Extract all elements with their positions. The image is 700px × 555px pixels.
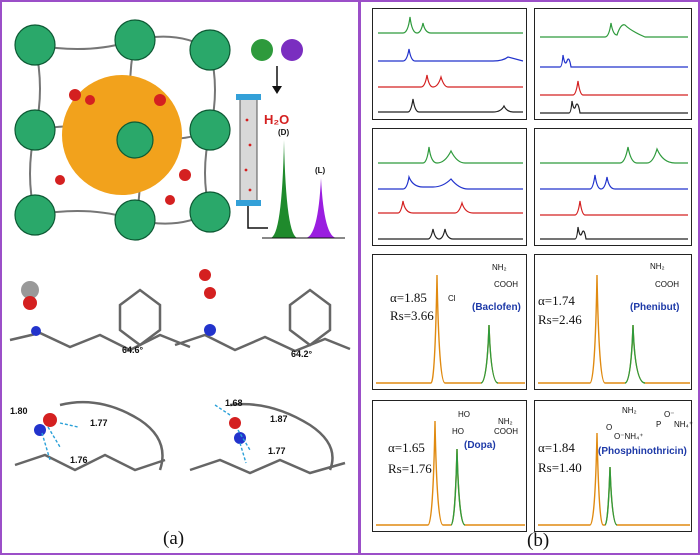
atoms-top xyxy=(21,269,216,336)
chem-phos-o: O xyxy=(606,423,613,432)
chrom-dopa-svg xyxy=(376,420,525,526)
trace-blue xyxy=(378,48,524,62)
chem-dopa-cooh: COOH xyxy=(494,427,518,436)
hplc-column xyxy=(236,94,268,229)
distance-left-1: 1.80 xyxy=(10,406,28,416)
chem-baclofen-cooh: COOH xyxy=(494,280,518,289)
trace-red xyxy=(378,74,523,88)
trace-black xyxy=(378,98,523,113)
rs-dopa: Rs=1.76 xyxy=(388,461,432,476)
compound-dopa: (Dopa) xyxy=(464,440,496,451)
chrom-phenibut xyxy=(534,254,692,390)
trace-green xyxy=(378,16,523,34)
angle-right: 64.2° xyxy=(291,349,313,359)
model-top-left xyxy=(9,288,191,352)
chrom-phenibut-svg xyxy=(538,274,690,384)
mof-illustration xyxy=(14,19,345,241)
racemate-icons xyxy=(251,39,303,61)
stack-chrom-4-svg xyxy=(540,146,688,240)
compound-phenibut: (Phenibut) xyxy=(630,302,680,313)
distance-left-3: 1.76 xyxy=(70,455,88,465)
distance-right-3: 1.77 xyxy=(268,446,286,456)
chrom-phosphinothricin-svg xyxy=(538,432,690,526)
water-label: H₂O xyxy=(264,112,290,127)
stack-chrom-4 xyxy=(534,128,692,246)
atoms-bottom xyxy=(34,413,246,444)
rs-phenibut: Rs=2.46 xyxy=(538,312,582,327)
panel-a-label: (a) xyxy=(163,528,185,549)
compound-phosphinothricin: (Phosphinothricin) xyxy=(598,446,687,457)
model-top-right xyxy=(174,288,351,353)
rs-baclofen: Rs=3.66 xyxy=(390,308,434,323)
alpha-phenibut: α=1.74 xyxy=(538,293,575,308)
alpha-dopa: α=1.65 xyxy=(388,440,425,455)
distance-left-2: 1.77 xyxy=(90,418,108,428)
alpha-phosphinothricin: α=1.84 xyxy=(538,440,575,455)
chem-phos-ominus: O⁻ xyxy=(664,410,675,419)
stack-chrom-2-svg xyxy=(540,22,688,114)
distance-right-1: 1.68 xyxy=(225,398,243,408)
chem-baclofen-cl: Cl xyxy=(448,294,456,303)
chrom-baclofen-svg xyxy=(376,274,525,384)
stack-chrom-3 xyxy=(372,128,527,246)
alpha-baclofen: α=1.85 xyxy=(390,290,427,305)
peak-d xyxy=(270,140,298,238)
mof-clusters xyxy=(14,19,231,241)
chem-baclofen-nh2: NH₂ xyxy=(492,263,507,272)
panel-b-frame xyxy=(359,0,700,555)
stack-chrom-2 xyxy=(534,8,692,120)
chem-dopa-ho1: HO xyxy=(458,410,470,419)
chrom-dopa xyxy=(372,400,527,532)
chem-phos-nh2: NH₂ xyxy=(622,406,637,415)
stack-chrom-3-svg xyxy=(378,146,523,240)
peak-l xyxy=(305,178,337,238)
guest-molecules xyxy=(55,89,191,205)
chem-dopa-nh2: NH₂ xyxy=(498,417,513,426)
l-label: (L) xyxy=(315,166,326,175)
angle-left: 64.6° xyxy=(122,345,144,355)
model-bottom-right xyxy=(189,402,346,475)
chem-dopa-ho2: HO xyxy=(452,427,464,436)
chem-phos-nh4: NH₄⁺ xyxy=(674,420,694,429)
chrom-baclofen xyxy=(372,254,527,390)
d-label: (D) xyxy=(278,128,290,137)
stack-chrom-1 xyxy=(372,8,527,120)
compound-baclofen: (Baclofen) xyxy=(472,302,521,313)
chem-phos-p: P xyxy=(656,420,662,429)
model-bottom-left xyxy=(14,400,166,472)
chem-phos-onh4: O⁻NH₄⁺ xyxy=(614,432,644,441)
rs-phosphinothricin: Rs=1.40 xyxy=(538,460,582,475)
panel-b-label: (b) xyxy=(527,530,550,551)
stack-chrom-1-svg xyxy=(378,16,524,113)
distance-right-2: 1.87 xyxy=(270,414,288,424)
chem-phenibut-nh2: NH₂ xyxy=(650,262,665,271)
chem-phenibut-cooh: COOH xyxy=(655,280,679,289)
hbond-lines xyxy=(41,404,251,464)
molecular-models xyxy=(9,269,351,475)
chrom-phosphinothricin xyxy=(534,400,692,532)
